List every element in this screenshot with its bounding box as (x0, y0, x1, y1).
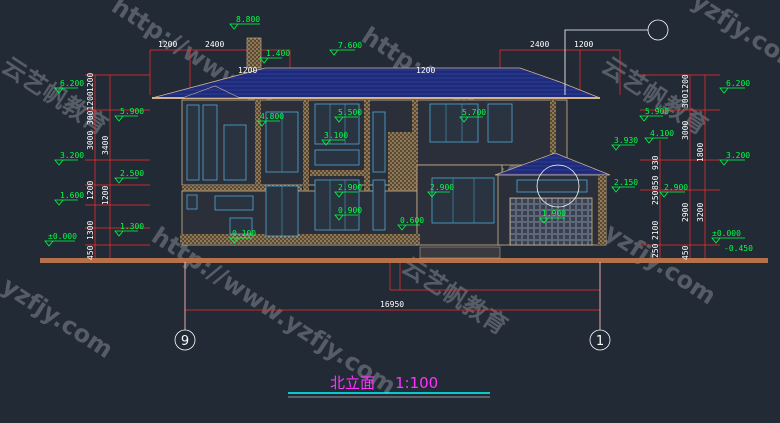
vdim-right: 450 (681, 245, 690, 260)
pilaster (303, 100, 309, 245)
garage-door (509, 197, 593, 246)
axis-label-left: 9 (181, 334, 189, 349)
pilaster (550, 100, 556, 170)
dim-right-a: 2400 (530, 40, 549, 49)
vdim-left: 1200 (86, 181, 95, 200)
dim-total-width: 16950 (380, 300, 404, 309)
vdim-right: 1800 (696, 143, 705, 162)
vdim-right: 3200 (696, 203, 705, 222)
level-right-2150: 2.150 (614, 178, 638, 187)
level-right-m0450: -0.450 (724, 244, 753, 253)
level-right-6200: 6.200 (726, 79, 750, 88)
level-ridge-main: 7.600 (338, 41, 362, 50)
level-mid-5500: 5.500 (338, 108, 362, 117)
level-left-6200: 6.200 (60, 79, 84, 88)
dim-left-b: 2400 (205, 40, 224, 49)
level-triangles (44, 23, 745, 247)
pilaster (364, 100, 370, 245)
level-left-1600: 1.600 (60, 191, 84, 200)
dim-roof-left: 1200 (238, 66, 257, 75)
vdim-right: 250 (651, 243, 660, 258)
vdim-left: 1200 (101, 186, 110, 205)
chimney (246, 37, 262, 69)
level-right-2900: 2.900 (664, 183, 688, 192)
vdim-left: 1200 (86, 73, 95, 92)
level-labels: 8.800 7.600 1.400 6.200 5.900 3.200 2.50… (48, 15, 753, 253)
watermark-short: yzfjy.com (687, 0, 780, 79)
level-mid-0100: 0.100 (232, 229, 256, 238)
dimension-lines (85, 49, 720, 330)
vdim-right: 2100 (651, 221, 660, 240)
drawing-title-block: 北立面 1:100 (288, 374, 490, 398)
watermark-brand: 云艺帆教育 (0, 52, 113, 141)
entry-steps (419, 246, 501, 259)
axis-bubble-left (174, 329, 196, 351)
axis-label-right: 1 (596, 334, 604, 349)
belt-course (310, 170, 365, 176)
windows (186, 103, 588, 237)
level-mid-1900: 1.900 (542, 209, 566, 218)
plinth (180, 234, 420, 244)
vdim-left: 3001200 (86, 91, 95, 125)
level-mid-4800: 4.800 (260, 112, 284, 121)
window-mullions (281, 104, 475, 236)
level-mid-2900a: 2.900 (338, 183, 362, 192)
level-right-4100: 4.100 (650, 129, 674, 138)
level-chimney: 8.800 (236, 15, 260, 24)
pilaster (412, 100, 418, 245)
drawing-scale: 1:100 (395, 374, 438, 392)
watermark-short: yzfjy.com (0, 272, 118, 364)
level-mid-2900b: 2.900 (430, 183, 454, 192)
watermark-brand: 云艺帆教育 (397, 252, 513, 341)
vdim-right: 850 (651, 175, 660, 190)
axis-bubble-right (589, 329, 611, 351)
level-mid-3100: 3.100 (324, 131, 348, 140)
level-right-3930: 3.930 (614, 136, 638, 145)
level-mid-5700: 5.700 (462, 108, 486, 117)
vdim-right: 250 (651, 190, 660, 205)
belt-course (182, 185, 302, 191)
level-left-0000: ±0.000 (48, 232, 77, 241)
ground-line (40, 258, 768, 263)
vdim-right: 3001200 (681, 74, 690, 108)
dim-roof-right: 1200 (416, 66, 435, 75)
level-left-5900: 5.900 (120, 107, 144, 116)
vdim-left: 1300 (86, 221, 95, 240)
vertical-dimension-labels: 1200 3001200 3000 3400 1200 1200 1300 45… (86, 73, 705, 260)
garage-pier (598, 175, 606, 245)
vdim-right: 3000 (681, 121, 690, 140)
level-right-3200: 3.200 (726, 151, 750, 160)
level-mid-0900: 0.900 (338, 206, 362, 215)
level-left-1300: 1.300 (120, 222, 144, 231)
building-elevation (151, 37, 611, 259)
detail-callouts (536, 19, 669, 208)
level-left-3200: 3.200 (60, 151, 84, 160)
watermark-brand: 云艺帆教育 (597, 52, 713, 141)
pilaster (255, 100, 261, 245)
left-roof (181, 85, 241, 99)
dim-right-b: 1200 (574, 40, 593, 49)
vdim-left: 3000 (86, 131, 95, 150)
grid-axes: 9 1 (174, 262, 611, 351)
level-right-0000: ±0.000 (712, 229, 741, 238)
vdim-left: 450 (86, 245, 95, 260)
drawing-title: 北立面 (330, 374, 375, 392)
level-mid-0600: 0.600 (400, 216, 424, 225)
vdim-right: 930 (651, 155, 660, 170)
level-ridge-left: 1.400 (266, 49, 290, 58)
vdim-left: 3400 (101, 136, 110, 155)
level-right-5900: 5.900 (645, 107, 669, 116)
dim-left-a: 1200 (158, 40, 177, 49)
top-dimension-labels: 1200 2400 2400 1200 1200 1200 16950 (158, 40, 593, 309)
vdim-right: 2900 (681, 203, 690, 222)
level-left-2500: 2.500 (120, 169, 144, 178)
